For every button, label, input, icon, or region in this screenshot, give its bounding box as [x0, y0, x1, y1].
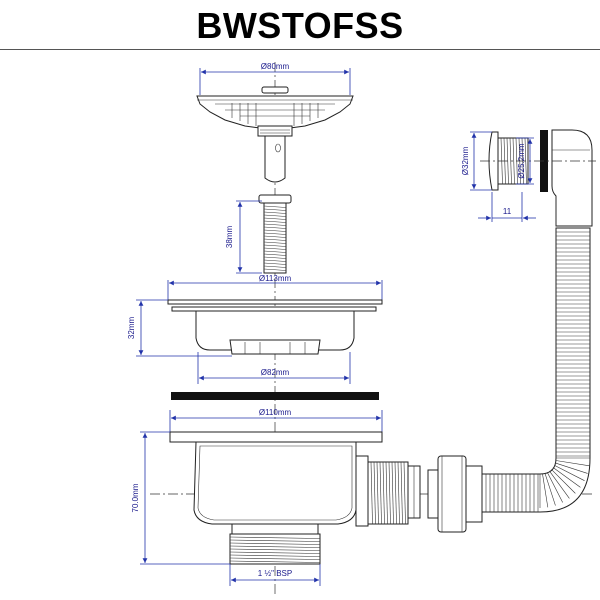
waste-body: Ø110mm — [169, 408, 421, 565]
thread-line — [394, 461, 397, 525]
thread-line — [554, 464, 585, 481]
thread-line — [229, 536, 321, 539]
thread-line — [229, 551, 321, 554]
thread-line — [263, 238, 287, 241]
thread-line — [263, 220, 287, 223]
thread-line — [400, 461, 403, 525]
bowl-depth-label: 32mm — [127, 317, 136, 340]
thread-line — [263, 232, 287, 235]
sealing-gasket — [171, 392, 379, 400]
thread-line — [551, 469, 576, 494]
thread-line — [263, 214, 287, 217]
thread-line — [552, 467, 581, 488]
thread-line — [263, 223, 287, 226]
body-dimensions: 70.0mm 1 ½" BSP — [131, 431, 321, 586]
thread-line — [555, 462, 588, 474]
thread-line — [229, 548, 321, 551]
thread-line — [229, 554, 321, 557]
thread-line — [376, 461, 379, 525]
thread-line — [370, 461, 373, 525]
thread-line — [263, 235, 287, 238]
thread-line — [263, 253, 287, 256]
thread-line — [263, 205, 287, 208]
thread-line — [229, 539, 321, 542]
thread-line — [373, 461, 376, 525]
overflow-outer-diameter-label: Ø32mm — [461, 146, 470, 175]
thread-line — [549, 470, 570, 499]
thread-line — [512, 137, 515, 185]
thread-line — [379, 461, 382, 525]
thread-line — [544, 473, 556, 506]
thread-line — [391, 461, 394, 525]
bolt-length-label: 38mm — [225, 226, 234, 249]
flange-bowl: Ø113mm 32mm Ø82mm — [127, 274, 383, 384]
thread-line — [542, 473, 549, 508]
overall-height-label: 70.0mm — [131, 483, 140, 512]
thread-line — [388, 461, 391, 525]
thread-line — [263, 265, 287, 268]
thread-size-label: 1 ½" BSP — [258, 569, 292, 578]
thread-line — [263, 262, 287, 265]
thread-line — [397, 461, 400, 525]
thread-line — [229, 545, 321, 548]
thread-line — [263, 217, 287, 220]
thread-line — [229, 557, 321, 560]
thread-line — [263, 208, 287, 211]
thread-line — [263, 259, 287, 262]
overflow-inner-diameter-label: Ø25.2mm — [517, 143, 526, 178]
thread-line — [509, 137, 512, 185]
strainer-basket: Ø80mm — [196, 62, 354, 183]
flexible-hose — [481, 227, 591, 513]
thread-line — [263, 229, 287, 232]
compression-nut — [427, 455, 483, 533]
thread-line — [263, 256, 287, 259]
thread-line — [263, 211, 287, 214]
thread-line — [263, 268, 287, 271]
thread-line — [385, 461, 388, 525]
thread-line — [263, 244, 287, 247]
overflow-assembly: Ø32mm Ø25.2mm 11 — [461, 129, 596, 227]
overflow-depth-label: 11 — [503, 207, 512, 216]
thread-line — [263, 226, 287, 229]
thread-line — [382, 461, 385, 525]
thread-line — [229, 542, 321, 545]
flange-diameter-label: Ø113mm — [259, 274, 292, 283]
strainer-diameter-label: Ø80mm — [261, 62, 290, 71]
thread-line — [263, 247, 287, 250]
connecting-bolt: 38mm — [225, 194, 292, 274]
thread-line — [555, 460, 590, 467]
thread-line — [263, 241, 287, 244]
product-code-title: BWSTOFSS — [196, 5, 404, 46]
thread-line — [403, 461, 406, 525]
thread-line — [229, 560, 321, 563]
thread-line — [546, 472, 563, 503]
thread-line — [263, 250, 287, 253]
bowl-diameter-label: Ø82mm — [261, 368, 290, 377]
title-divider — [0, 49, 600, 50]
body-diameter-label: Ø110mm — [259, 408, 292, 417]
